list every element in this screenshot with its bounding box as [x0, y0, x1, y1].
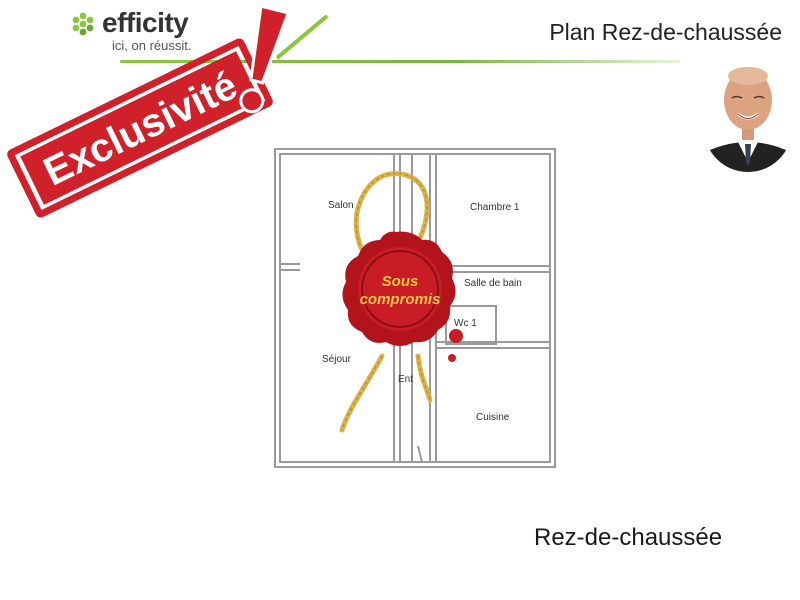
- exclusivite-stamp: Exclusivité: [7, 4, 291, 218]
- plan-caption: Rez-de-chaussée: [534, 524, 723, 551]
- brand-tagline: ici, on réussit.: [112, 38, 192, 53]
- efficity-logo: efficity ici, on réussit.: [72, 6, 222, 62]
- room-label-chambre: Chambre 1: [470, 202, 520, 213]
- agent-avatar: [704, 67, 792, 172]
- room-label-salle-de-bain: Salle de bain: [464, 278, 522, 289]
- header-divider: [120, 60, 680, 63]
- seal-line-2: compromis: [360, 291, 441, 308]
- room-label-wc: Wc 1: [454, 318, 477, 329]
- wax-seal: Sous compromis: [342, 231, 463, 362]
- floor-plan: Sous compromis Salon Chambre 1 Salle de …: [274, 148, 556, 468]
- room-label-salon: Salon: [328, 200, 354, 211]
- page-title: Plan Rez-de-chaussée: [549, 19, 782, 45]
- seal-line-1: Sous: [382, 273, 419, 290]
- logo-dots-icon: [72, 12, 94, 36]
- brand-name: efficity: [102, 7, 189, 38]
- room-label-cuisine: Cuisine: [476, 412, 510, 423]
- room-label-sejour: Séjour: [322, 354, 352, 365]
- room-label-entree: Ent: [398, 374, 413, 385]
